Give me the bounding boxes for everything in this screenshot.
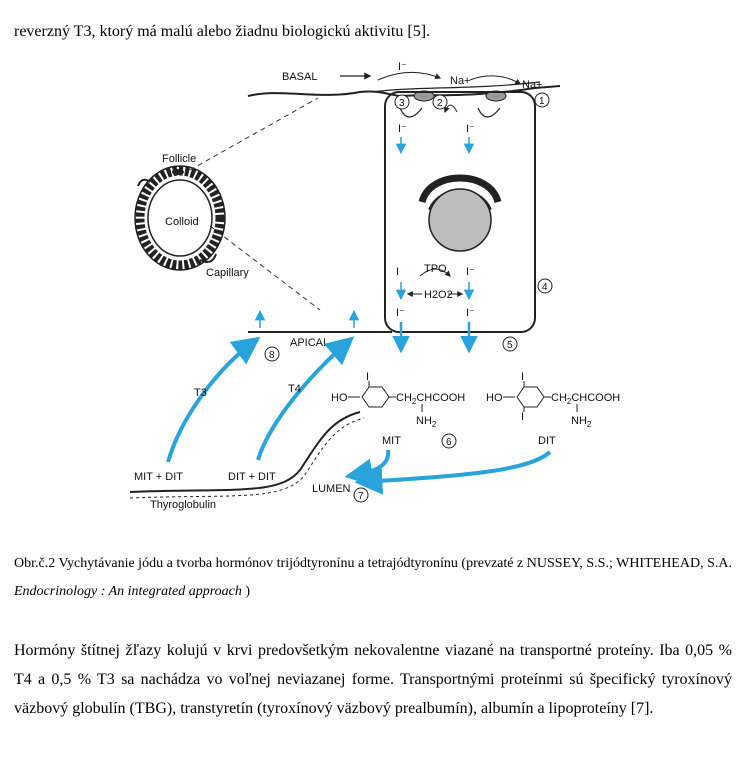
figure-caption: Obr.č.2 Vychytávanie jódu a tvorba hormó… bbox=[14, 550, 732, 606]
na-label-2: Na+ bbox=[522, 79, 543, 91]
basal-label: BASAL bbox=[282, 71, 317, 83]
capillary-label: Capillary bbox=[206, 267, 249, 279]
iodide-right-3: I⁻ bbox=[466, 307, 475, 319]
dit-dit-label: DIT + DIT bbox=[228, 471, 276, 483]
iodide-top: I⁻ bbox=[398, 61, 407, 73]
thyroglobulin-label: Thyroglobulin bbox=[150, 499, 216, 511]
svg-text:NH2: NH2 bbox=[571, 415, 592, 429]
svg-text:I: I bbox=[366, 371, 369, 383]
iodide-left-3: I⁻ bbox=[396, 307, 405, 319]
step-6: 6 bbox=[446, 437, 452, 448]
lumen-label: LUMEN bbox=[312, 483, 351, 495]
step-7: 7 bbox=[358, 491, 364, 502]
caption-prefix: Obr.č.2 Vychytávanie jódu a tvorba hormó… bbox=[14, 556, 732, 571]
step-4: 4 bbox=[542, 282, 548, 293]
step-1: 1 bbox=[539, 96, 545, 107]
follicle-drawing bbox=[134, 165, 226, 271]
follicle-label: Follicle bbox=[162, 153, 196, 165]
dit-structure: HO I I CH2CHCOOH NH2 bbox=[486, 371, 620, 429]
caption-book-title: Endocrinology : An integrated approach bbox=[14, 584, 242, 599]
dit-label: DIT bbox=[538, 435, 556, 447]
t3-label: T3 bbox=[194, 387, 207, 399]
svg-text:HO: HO bbox=[486, 392, 503, 404]
svg-text:HO: HO bbox=[331, 392, 348, 404]
step-2: 2 bbox=[437, 98, 443, 109]
t4-label: T4 bbox=[288, 383, 301, 395]
svg-text:CH2CHCOOH: CH2CHCOOH bbox=[396, 392, 465, 406]
step-5: 5 bbox=[507, 340, 513, 351]
svg-text:I: I bbox=[521, 371, 524, 383]
na-label-1: Na+ bbox=[450, 75, 471, 87]
paragraph-bottom: Hormóny štítnej žľazy kolujú v krvi pred… bbox=[14, 642, 732, 717]
thyroid-hormone-synthesis-figure: Follicle Colloid Capillary BASAL I⁻ Na+ … bbox=[129, 61, 620, 511]
h2o2-label: H2O2 bbox=[424, 289, 453, 301]
iodide-right-2: I⁻ bbox=[466, 266, 475, 278]
caption-suffix: ) bbox=[241, 584, 251, 599]
svg-text:NH2: NH2 bbox=[416, 415, 437, 429]
step-3: 3 bbox=[399, 98, 405, 109]
mit-label: MIT bbox=[382, 435, 401, 447]
apical-label: APICAL bbox=[290, 337, 329, 349]
paragraph-top: reverzný T3, ktorý má malú alebo žiadnu … bbox=[14, 23, 431, 40]
mit-structure: HO I CH2CHCOOH NH2 bbox=[331, 371, 465, 429]
svg-text:I: I bbox=[521, 411, 524, 423]
svg-text:CH2CHCOOH: CH2CHCOOH bbox=[551, 392, 620, 406]
step-8: 8 bbox=[269, 350, 275, 361]
iodine-left: I bbox=[396, 266, 399, 278]
mit-dit-label: MIT + DIT bbox=[134, 471, 183, 483]
iodide-left-1: I⁻ bbox=[398, 123, 407, 135]
iodide-right-1: I⁻ bbox=[466, 123, 475, 135]
colloid-label: Colloid bbox=[165, 216, 199, 228]
